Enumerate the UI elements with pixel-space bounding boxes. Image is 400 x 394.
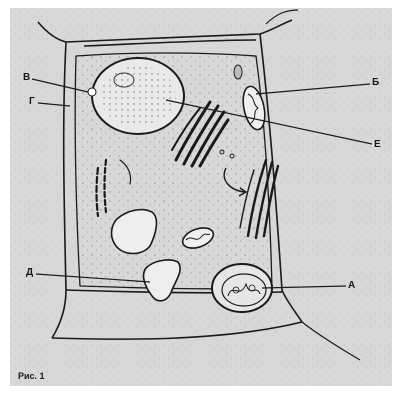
- label-a: А: [348, 281, 355, 291]
- label-g: Г: [29, 97, 35, 107]
- label-b: Б: [372, 78, 379, 88]
- label-e: Е: [374, 140, 381, 150]
- nuclear-pore: [88, 88, 96, 96]
- label-d: Д: [26, 268, 33, 278]
- figure-caption: Рис. 1: [18, 372, 45, 381]
- vesicle: [234, 65, 242, 79]
- label-v: В: [23, 73, 30, 83]
